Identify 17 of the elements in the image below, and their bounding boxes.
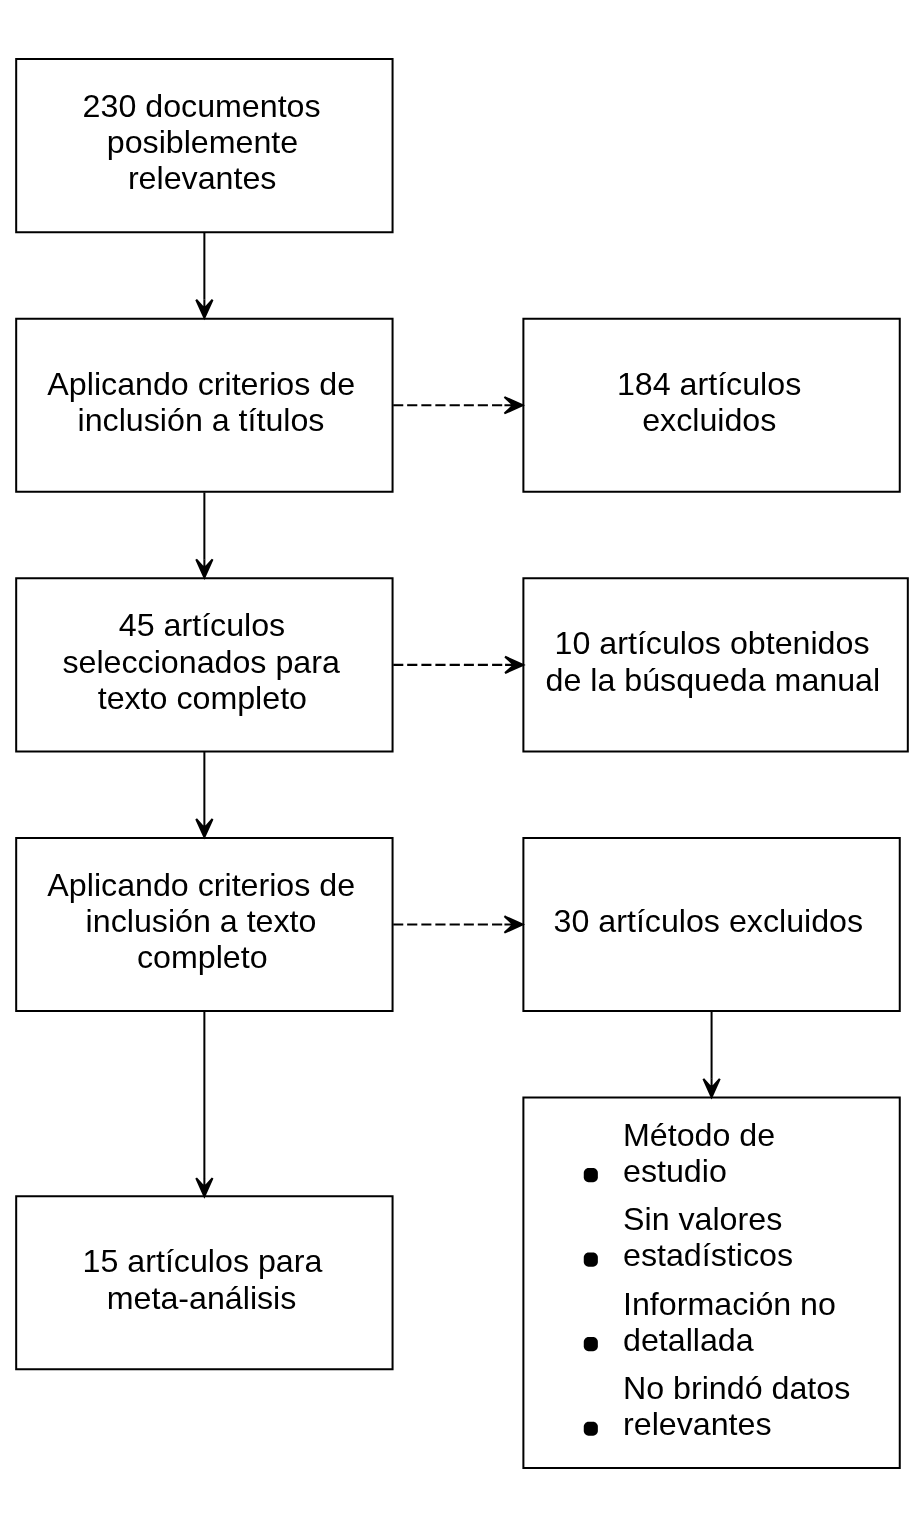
node-box: 45 artículos seleccionados para texto completo bbox=[15, 576, 394, 752]
node-box: Aplicando criterios de inclusión a texto completo bbox=[15, 836, 394, 1012]
node-box: 15 artículos para meta-análisis bbox=[15, 1194, 394, 1370]
node-box: Aplicando criterios de inclusión a títulos bbox=[15, 317, 394, 493]
arrow bbox=[195, 751, 214, 838]
arrow bbox=[195, 491, 214, 578]
node-box: Método de estudio Sin valores estadísticos Información no detallada No brindó datos relevantes bbox=[522, 1096, 901, 1469]
node-box: 30 artículos excluidos bbox=[522, 836, 901, 1012]
node-box: 184 artículos excluidos bbox=[522, 317, 901, 493]
arrow bbox=[195, 1010, 214, 1197]
node-box: 10 artículos obtenidos de la búsqueda manual bbox=[522, 576, 909, 752]
arrow bbox=[195, 232, 214, 319]
arrow bbox=[702, 1010, 721, 1098]
node-box: 230 documentos posiblemente relevantes bbox=[15, 57, 394, 233]
arrow bbox=[393, 914, 524, 934]
arrow bbox=[393, 655, 525, 674]
arrow bbox=[393, 395, 524, 414]
